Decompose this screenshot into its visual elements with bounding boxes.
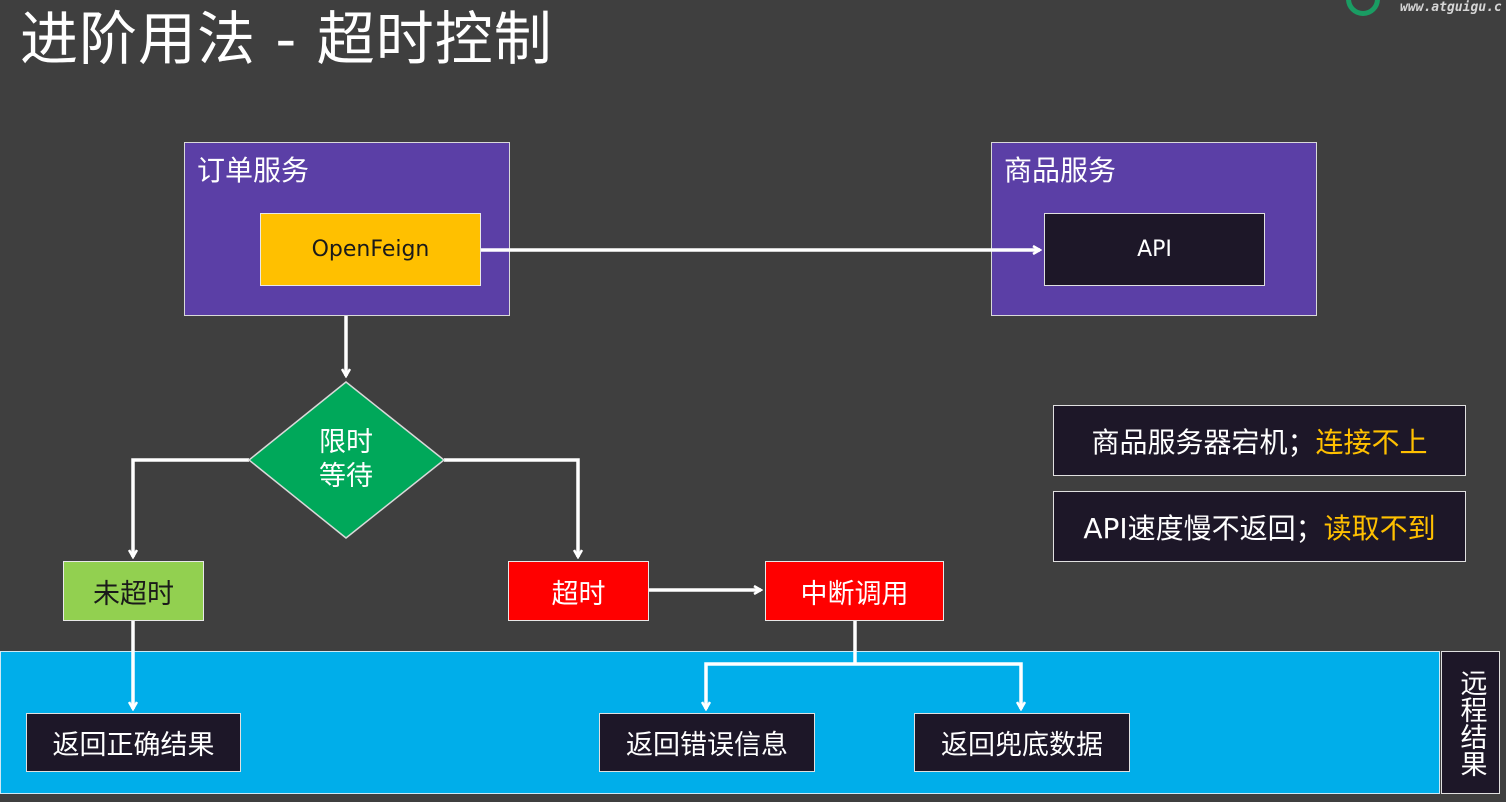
page-title: 进阶用法 - 超时控制 xyxy=(20,5,553,73)
product-service-label: 商品服务 xyxy=(1004,154,1117,187)
not-timeout-box: 未超时 xyxy=(63,561,204,621)
decision-line2: 等待 xyxy=(319,461,373,492)
openfeign-box: OpenFeign xyxy=(260,213,481,286)
return-correct-result-box: 返回正确结果 xyxy=(26,713,241,772)
remote-result-label: 远程结果 xyxy=(1441,651,1500,794)
brand-logo: www.atguigu.c xyxy=(1340,0,1506,20)
timeout-box: 超时 xyxy=(508,561,649,621)
return-error-info-box: 返回错误信息 xyxy=(599,713,815,772)
api-box: API xyxy=(1044,213,1265,286)
arrow-decision-to-timeout xyxy=(444,458,578,557)
decision-text: 限时 等待 xyxy=(296,424,396,496)
logo-text: www.atguigu.c xyxy=(1400,0,1502,15)
note-server-down: 商品服务器宕机；连接不上 xyxy=(1053,405,1466,476)
note-server-down-text: 商品服务器宕机； xyxy=(1091,425,1316,459)
arrow-interrupt-to-fallback xyxy=(855,662,1021,709)
note-api-slow-highlight: 读取不到 xyxy=(1323,511,1436,545)
interrupt-call-box: 中断调用 xyxy=(765,561,944,621)
arrow-decision-to-not-timeout xyxy=(133,458,249,557)
order-service-label: 订单服务 xyxy=(197,154,310,187)
note-api-slow: API速度慢不返回；读取不到 xyxy=(1053,491,1466,562)
arrow-interrupt-to-error xyxy=(706,662,855,709)
note-api-slow-text: API速度慢不返回； xyxy=(1083,511,1324,545)
decision-diamond xyxy=(247,381,446,539)
decision-line1: 限时 xyxy=(319,427,373,458)
note-server-down-highlight: 连接不上 xyxy=(1315,425,1428,459)
return-fallback-data-box: 返回兜底数据 xyxy=(914,713,1130,772)
